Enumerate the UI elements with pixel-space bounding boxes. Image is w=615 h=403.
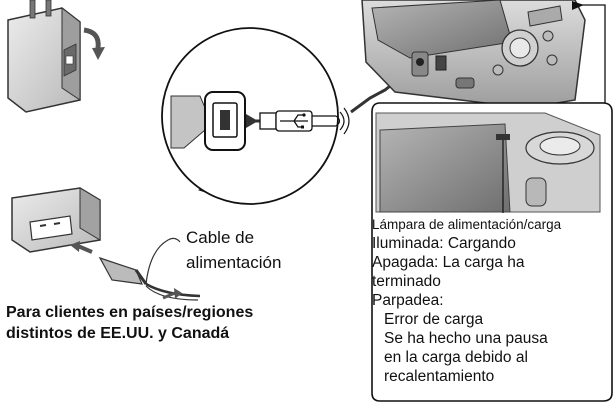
camera-top — [361, 0, 586, 109]
lamp-pause-3: recalentamiento — [384, 368, 495, 385]
wall-adapter-us — [7, 0, 81, 113]
lamp-status-legend: Lámpara de alimentación/carga Iluminada:… — [372, 216, 612, 386]
arrow-icon — [77, 244, 93, 254]
customer-region-note-line2: distintos de EE.UU. y Canadá — [6, 325, 230, 342]
camera-closeup-panel — [371, 102, 613, 402]
lamp-off-2: terminado — [372, 273, 441, 290]
power-cable-label-line2: alimentación — [186, 253, 282, 272]
lamp-lit: Iluminada: Cargando — [372, 235, 516, 252]
customer-region-note-line1: Para clientes en países/regiones — [6, 304, 254, 321]
customer-region-note: Para clientes en países/regiones distint… — [6, 302, 253, 344]
lamp-error: Error de carga — [384, 311, 484, 328]
ac-adapter-intl — [11, 187, 101, 253]
lamp-blinks: Parpadea: — [372, 292, 444, 309]
curved-arrow-icon — [83, 27, 101, 49]
usb-icon — [280, 113, 308, 129]
zoom-bubble — [161, 27, 339, 205]
power-cord — [98, 237, 201, 301]
lamp-title: Lámpara de alimentación/carga — [372, 217, 562, 232]
lamp-off-1: Apagada: La carga ha — [372, 254, 525, 271]
power-cable-label-line1: Cable de — [186, 228, 255, 247]
lamp-pause-1: Se ha hecho una pausa — [384, 330, 548, 347]
lamp-pause-2: en la carga debido al — [384, 349, 528, 366]
power-cable-label: Cable de alimentación — [186, 225, 281, 275]
